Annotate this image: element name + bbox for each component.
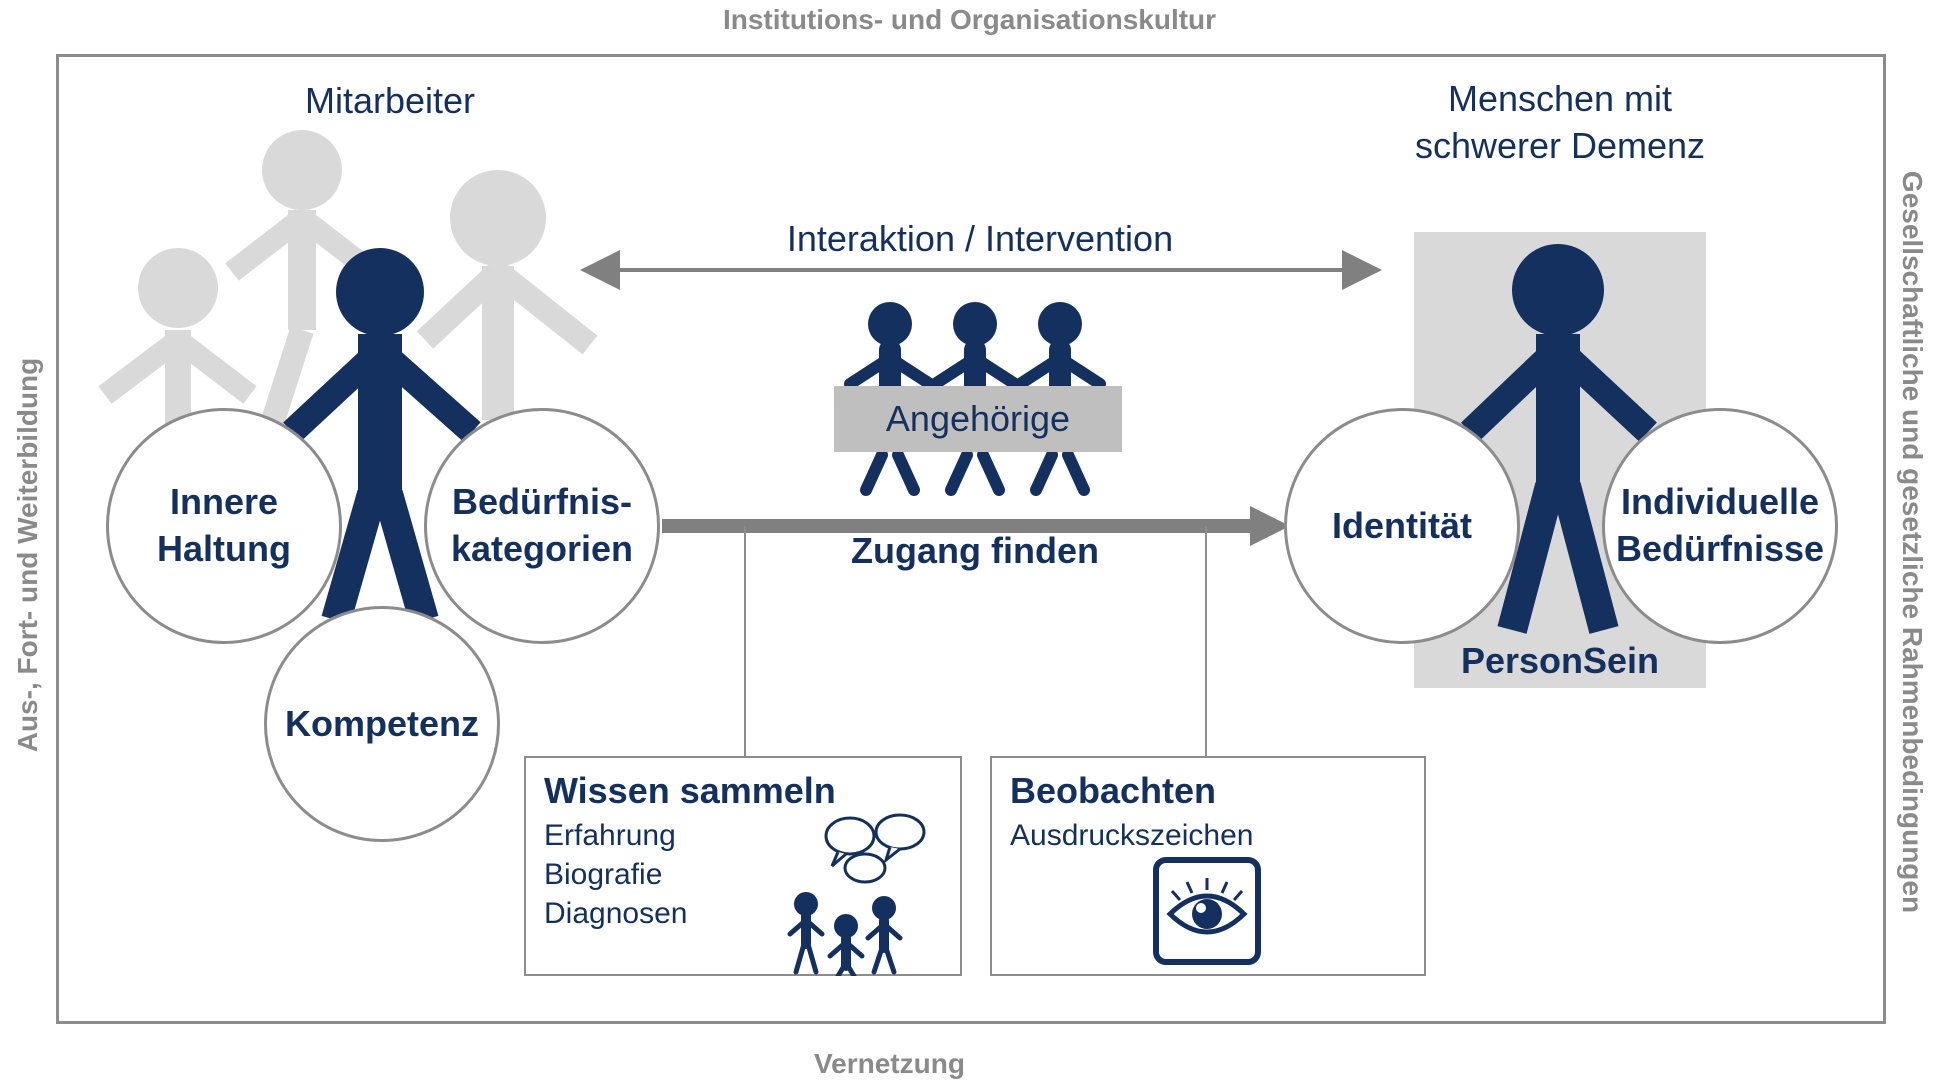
eye-icon [1153,857,1261,965]
patient-title: Menschen mit schwerer Demenz [1360,76,1760,170]
staff-figure [283,248,481,625]
frame-bottom-label: Vernetzung [814,1048,965,1079]
circle-identity-label: Identität [1332,504,1472,546]
circle-individual-needs: Individuelle Bedürfnisse [1602,408,1838,644]
observe-box: Beobachten Ausdruckszeichen [990,756,1426,976]
outer-frame [56,54,1886,1024]
knowledge-box-items: Erfahrung Biografie Diagnosen [544,816,687,933]
knowledge-box-title: Wissen sammeln [544,770,836,811]
circle-inner-attitude-label: Innere Haltung [157,481,291,569]
circle-inner-attitude: Innere Haltung [106,408,342,644]
circle-need-categories-label: Bedürfnis-kategorien [450,481,634,569]
circle-individual-needs-label: Individuelle Bedürfnisse [1615,481,1825,569]
knowledge-box: Wissen sammeln Erfahrung Biografie Diagn… [524,756,962,976]
access-arrow-head [1250,506,1290,546]
interaction-label: Interaktion / Intervention [786,218,1174,259]
access-label: Zugang finden [851,530,1099,571]
relatives-bar [834,386,1122,452]
patient-title-line1: Menschen mit [1447,78,1673,119]
circle-competence: Kompetenz [264,606,500,842]
circle-need-categories: Bedürfnis-kategorien [424,408,660,644]
knowledge-item: Biografie [544,858,663,891]
circle-competence-label: Kompetenz [284,702,479,744]
staff-title: Mitarbeiter [304,80,476,121]
staff-background-figures [98,130,598,440]
observe-box-title: Beobachten [1010,770,1217,811]
relatives-label: Angehörige [885,398,1071,439]
knowledge-item: Diagnosen [544,897,688,930]
personsein-label: PersonSein [1460,640,1660,681]
talking-people-icon [787,813,926,976]
patient-figure [1461,244,1657,634]
observe-item: Ausdruckszeichen [1010,819,1254,852]
knowledge-item: Erfahrung [544,819,676,852]
circle-identity: Identität [1284,408,1520,644]
frame-top-label: Institutions- und Organisationskultur [722,4,1217,35]
patient-title-line2: schwerer Demenz [1414,124,1706,166]
